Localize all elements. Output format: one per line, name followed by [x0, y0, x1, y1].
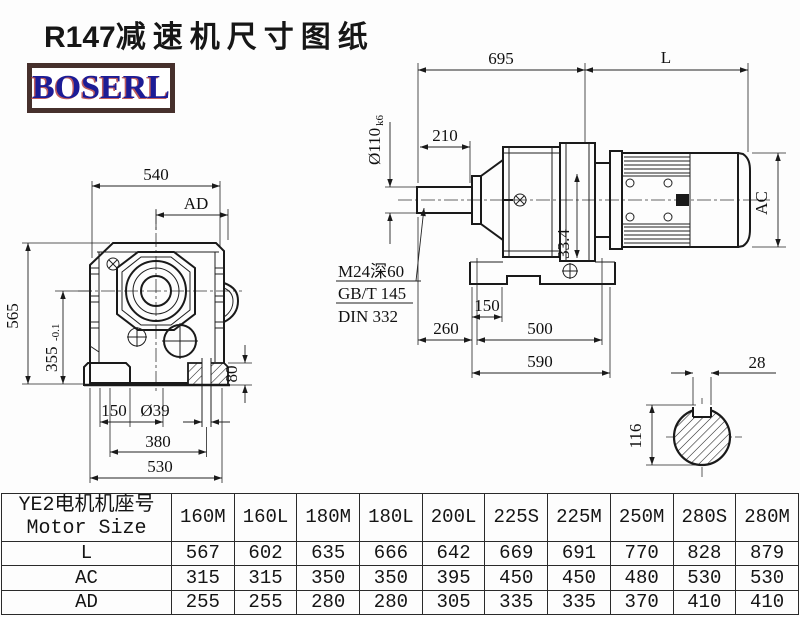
note-thread: M24深60	[338, 262, 404, 281]
cell: 255	[233, 589, 298, 616]
cell: 828	[672, 540, 737, 567]
col-header: 280S	[672, 493, 737, 542]
row-label: AC	[1, 565, 172, 591]
dim-355-tol: -0.1	[50, 324, 62, 341]
technical-drawing: 540 AD 565 355 -0.1 150	[3, 48, 786, 483]
col-header: 180L	[359, 493, 423, 542]
col-header: 180M	[296, 493, 361, 542]
cell: 280	[359, 589, 423, 616]
dim-500-label: 500	[527, 319, 553, 338]
side-view-linework	[398, 142, 770, 290]
col-header: 160M	[171, 493, 235, 542]
dim-ad-label: AD	[184, 194, 209, 213]
cell: 450	[484, 565, 549, 591]
cell: 350	[296, 565, 361, 591]
side-view-dimensions: 695 L 210 Ø110 k6 M24深60 GB/T 145 DIN 33…	[336, 48, 786, 378]
front-view-dimensions: 540 AD 565 355 -0.1 150	[3, 165, 252, 483]
col-header: 160L	[233, 493, 298, 542]
dim-150-side-label: 150	[474, 296, 500, 315]
cell: 395	[421, 565, 486, 591]
cell: 879	[735, 540, 799, 567]
front-view-linework	[78, 210, 242, 427]
col-header: 225M	[547, 493, 611, 542]
note-din: DIN 332	[338, 307, 398, 326]
table-header-row: YE2电机机座号 Motor Size 160M 160L 180M 180L …	[1, 493, 799, 542]
brand-logo-text: BOSERL	[32, 69, 170, 106]
cell: 530	[672, 565, 737, 591]
dim-110-tol: k6	[374, 115, 386, 127]
title-model: R147	[44, 21, 116, 54]
dim-ac-label: AC	[752, 191, 771, 215]
col-header: 200L	[421, 493, 486, 542]
shaft-section: 28 116	[626, 353, 776, 477]
page-title: R147减速机尺寸图纸	[44, 12, 375, 56]
cell: 280	[296, 589, 361, 616]
dim-80-label: 80	[222, 366, 241, 383]
dim-334-label: 33.4	[554, 229, 573, 259]
cell: 530	[735, 565, 799, 591]
dim-150-front-label: 150	[101, 401, 127, 420]
cell: 691	[547, 540, 611, 567]
cell: 255	[171, 589, 235, 616]
cell: 410	[672, 589, 737, 616]
cell: 315	[233, 565, 298, 591]
cell: 635	[296, 540, 361, 567]
table-row-L: L 567 602 635 666 642 669 691 770 828 87…	[1, 540, 799, 567]
dim-28-label: 28	[749, 353, 766, 372]
row-label: AD	[1, 589, 172, 616]
dim-380-label: 380	[145, 432, 171, 451]
cell: 567	[171, 540, 235, 567]
cell: 305	[421, 589, 486, 616]
dim-540-label: 540	[143, 165, 169, 184]
dim-355-label: 355	[42, 347, 61, 373]
table-row-AC: AC 315 315 350 350 395 450 450 480 530 5…	[1, 565, 799, 591]
cell: 410	[735, 589, 799, 616]
dim-260-label: 260	[433, 319, 459, 338]
dim-565-label: 565	[3, 303, 22, 329]
table-header-en: Motor Size	[26, 517, 147, 541]
cell: 315	[171, 565, 235, 591]
cell: 350	[359, 565, 423, 591]
dim-l-label: L	[661, 48, 671, 67]
dim-116-label: 116	[626, 424, 645, 449]
motor-size-table: YE2电机机座号 Motor Size 160M 160L 180M 180L …	[1, 493, 799, 616]
cell: 335	[484, 589, 549, 616]
col-header: 280M	[735, 493, 799, 542]
cell: 450	[547, 565, 611, 591]
cell: 480	[609, 565, 674, 591]
dim-110-label: Ø110	[365, 128, 384, 165]
cell: 370	[609, 589, 674, 616]
dim-210-label: 210	[432, 126, 458, 145]
table-row-AD: AD 255 255 280 280 305 335 335 370 410 4…	[1, 589, 799, 616]
dim-530-label: 530	[147, 457, 173, 476]
col-header: 250M	[609, 493, 674, 542]
dim-39-label: Ø39	[140, 401, 169, 420]
note-gbt: GB/T 145	[338, 284, 406, 303]
dim-590-label: 590	[527, 352, 553, 371]
table-header-cn: YE2电机机座号	[18, 494, 155, 518]
cell: 335	[547, 589, 611, 616]
row-label: L	[1, 540, 172, 567]
brand-logo: BOSERL	[27, 63, 175, 113]
title-text: 减速机尺寸图纸	[115, 21, 375, 54]
col-header: 225S	[484, 493, 549, 542]
cell: 602	[233, 540, 298, 567]
table-header-motor-size: YE2电机机座号 Motor Size	[1, 493, 172, 542]
cell: 666	[359, 540, 423, 567]
dim-695-label: 695	[488, 49, 514, 68]
cell: 642	[421, 540, 486, 567]
cell: 669	[484, 540, 549, 567]
cell: 770	[609, 540, 674, 567]
